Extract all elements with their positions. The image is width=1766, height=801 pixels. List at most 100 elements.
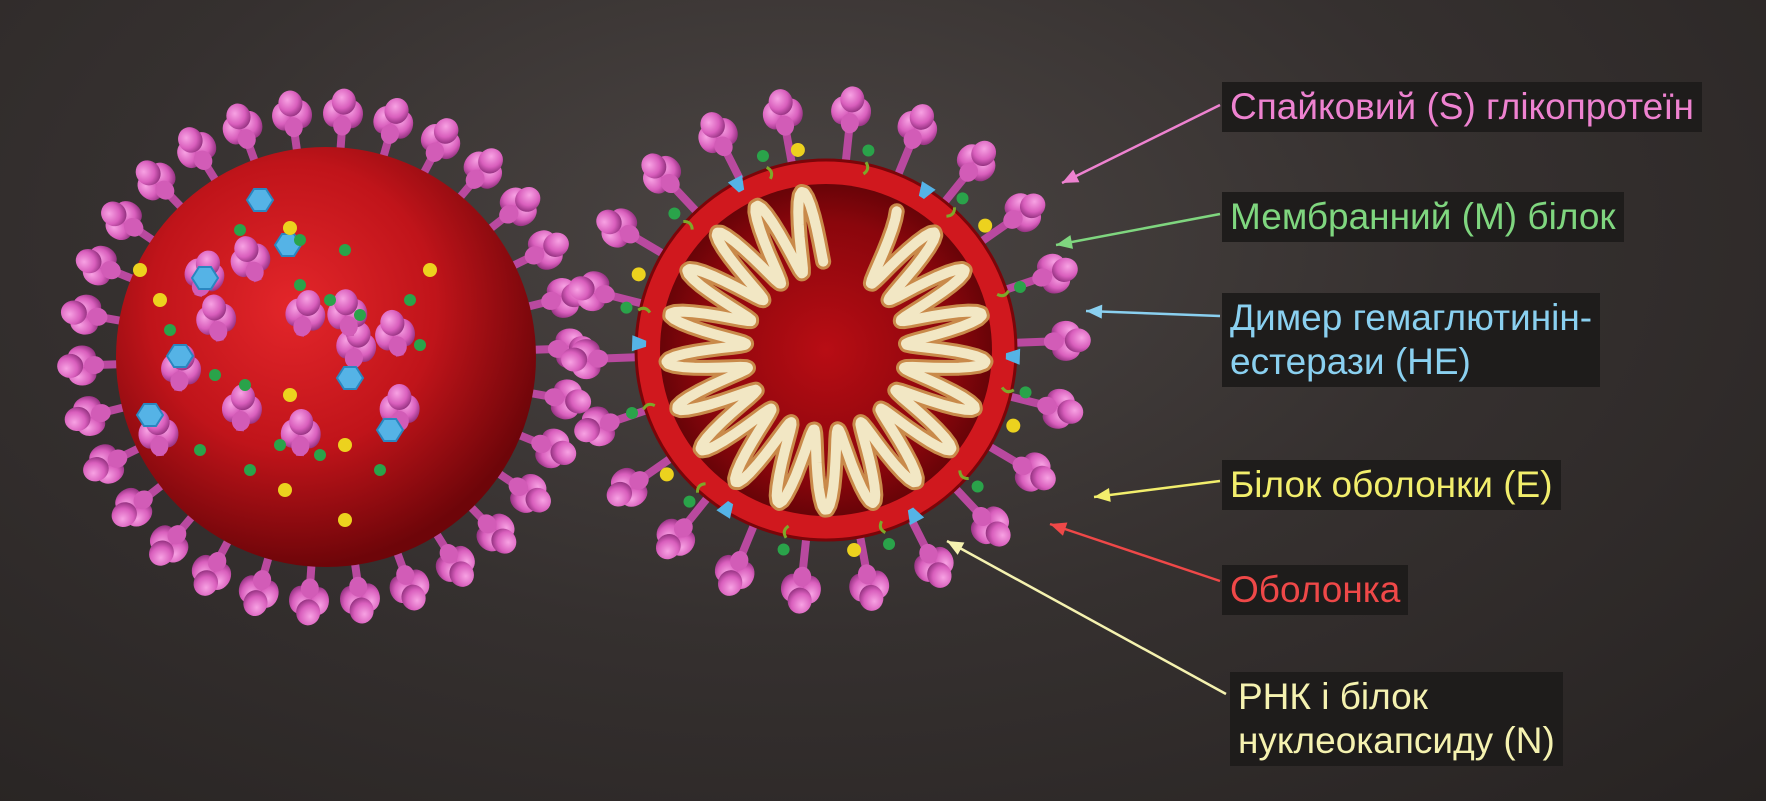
he-dimer	[190, 266, 220, 290]
spike-protein	[177, 127, 222, 187]
he-dimer	[727, 174, 745, 193]
label-spike-glycoprotein: Спайковий (S) глікопротеїн	[1222, 82, 1702, 132]
spike-protein-front	[379, 384, 420, 432]
spike-protein	[83, 442, 145, 484]
he-dimer	[335, 366, 365, 390]
membrane-protein	[244, 464, 256, 476]
arrow-spike	[1061, 103, 1221, 185]
membrane-protein-chain	[946, 207, 956, 218]
spike-protein	[492, 467, 551, 513]
spike-protein	[222, 103, 263, 167]
arrow-he	[1085, 304, 1221, 319]
membrane-protein-chain	[958, 470, 969, 480]
membrane-protein	[668, 207, 681, 220]
spike-protein	[111, 479, 168, 527]
label-rna-line2: нуклеокапсиду (N)	[1238, 720, 1555, 761]
e-protein	[133, 263, 147, 277]
membrane-protein-chain	[642, 402, 656, 411]
spike-protein	[75, 245, 139, 286]
e-protein	[338, 513, 352, 527]
whole-virus-envelope	[116, 147, 536, 567]
rna-nucleocapsid-coil	[658, 184, 994, 518]
rna-strand	[661, 187, 991, 515]
label-he-line1: Димер гемаглютинін-	[1230, 297, 1593, 338]
membrane-protein	[274, 439, 286, 451]
membrane-protein	[883, 538, 896, 551]
membrane-protein	[862, 144, 875, 157]
label-he-line2: естерази (HE)	[1230, 341, 1471, 382]
spike-protein	[1011, 320, 1091, 361]
spike-protein	[606, 453, 676, 507]
spike-protein-front	[285, 290, 326, 337]
he-dimer	[165, 344, 195, 368]
spike-protein	[698, 112, 746, 186]
membrane-protein-chain	[1000, 386, 1015, 394]
e-protein	[631, 267, 646, 282]
he-dimer	[631, 335, 647, 352]
spike-protein	[57, 345, 123, 386]
label-envelope: Оболонка	[1222, 565, 1409, 615]
spike-protein	[272, 90, 313, 156]
membrane-protein-chain	[696, 482, 706, 493]
he-dimer	[1005, 348, 1021, 365]
membrane-protein-chain	[765, 166, 774, 180]
spike-protein	[714, 520, 759, 596]
membrane-protein	[339, 244, 351, 256]
spike-protein-front	[280, 409, 321, 457]
e-protein	[978, 218, 993, 233]
membrane-protein	[1019, 386, 1032, 399]
spike-protein	[976, 193, 1046, 247]
membrane-protein	[625, 407, 638, 420]
membrane-protein	[234, 224, 246, 236]
cross-section-spikes	[561, 86, 1091, 614]
membrane-protein	[164, 324, 176, 336]
spike-protein	[950, 483, 1011, 547]
membrane-protein	[756, 149, 769, 162]
label-membrane-text: Мембранний (M) білок	[1230, 196, 1616, 237]
membrane-protein	[404, 294, 416, 306]
membrane-protein	[683, 495, 696, 508]
spike-protein	[939, 140, 997, 208]
spike-protein	[849, 532, 890, 611]
spike-protein	[430, 527, 475, 587]
spike-protein-front	[230, 236, 271, 283]
spike-protein	[522, 278, 588, 318]
e-protein	[283, 221, 297, 235]
spike-protein	[238, 551, 279, 617]
e-protein	[423, 263, 437, 277]
spike-protein	[762, 89, 803, 168]
label-envelope-protein: Білок оболонки (E)	[1222, 460, 1561, 510]
spike-protein	[780, 534, 821, 614]
spike-protein-front	[221, 384, 262, 432]
e-protein	[790, 142, 805, 157]
membrane-protein-chain	[637, 306, 652, 314]
arrow-rna	[946, 539, 1227, 696]
label-arrows	[946, 103, 1227, 696]
spike-protein	[906, 514, 954, 588]
spike-protein	[561, 339, 641, 380]
membrane-protein	[374, 464, 386, 476]
label-rna-line1: РНК і білок	[1238, 676, 1428, 717]
membrane-protein	[956, 192, 969, 205]
membrane-protein-chain	[683, 220, 694, 230]
spike-protein	[389, 547, 430, 611]
spike-protein	[64, 396, 130, 436]
membrane-protein	[209, 369, 221, 381]
arrow-e-protein	[1093, 479, 1221, 502]
membrane-protein	[1014, 280, 1027, 293]
he-dimer	[716, 501, 734, 519]
spike-protein	[288, 560, 329, 626]
spike-protein	[984, 441, 1056, 492]
label-hemagglutinin-esterase: Димер гемаглютинін- естерази (HE)	[1222, 293, 1601, 387]
membrane-protein	[294, 234, 306, 246]
spike-protein	[641, 153, 702, 217]
label-spike-text: Спайковий (S) глікопротеїн	[1230, 86, 1694, 127]
arrow-envelope	[1049, 522, 1221, 583]
spike-protein	[513, 428, 577, 469]
membrane-protein-chain	[862, 161, 870, 176]
spike-protein	[893, 104, 938, 180]
spike-protein	[596, 208, 668, 259]
spike-protein-front	[196, 294, 237, 342]
he-dimer	[135, 403, 165, 427]
